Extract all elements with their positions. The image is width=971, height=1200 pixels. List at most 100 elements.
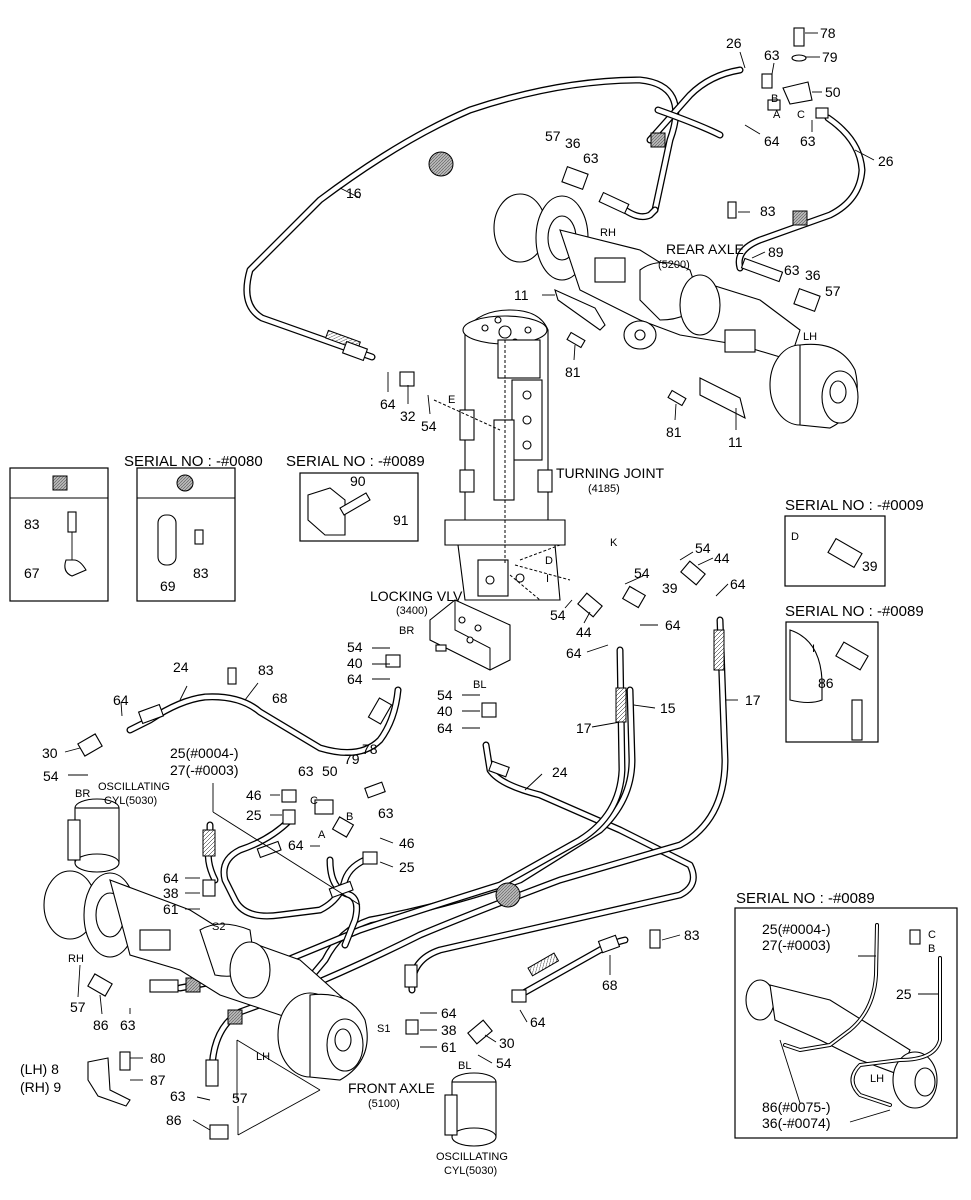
callout-81: 81 bbox=[565, 364, 581, 380]
callout-46: 46 bbox=[246, 787, 262, 803]
mark-bl: BL bbox=[473, 679, 486, 691]
port-d: D bbox=[791, 531, 799, 543]
callout-36: 36 bbox=[565, 135, 581, 151]
callout-26: 26 bbox=[878, 153, 894, 169]
port-i: I bbox=[546, 573, 549, 585]
callout-57: 57 bbox=[70, 999, 86, 1015]
callout-54: 54 bbox=[43, 768, 59, 784]
callout-64: 64 bbox=[566, 645, 582, 661]
callout-8: (LH) 8 bbox=[20, 1061, 59, 1077]
hose-17-left bbox=[176, 646, 626, 992]
turning-joint-label: TURNING JOINT bbox=[556, 465, 665, 481]
hose-fittings bbox=[137, 191, 784, 1087]
port-d: D bbox=[545, 555, 553, 567]
serial-title-0080: SERIAL NO : -#0080 bbox=[124, 453, 263, 470]
pipe-16 bbox=[243, 76, 680, 361]
callout-25: 25 bbox=[246, 807, 262, 823]
callout-27-0003: 27(-#0003) bbox=[170, 762, 239, 778]
callout-50: 50 bbox=[322, 763, 338, 779]
port-k: K bbox=[610, 537, 618, 549]
mark-bl: BL bbox=[458, 1060, 471, 1072]
callout-27-0003: 27(-#0003) bbox=[762, 937, 831, 953]
callout-63: 63 bbox=[784, 262, 800, 278]
gray-circle-marker bbox=[495, 882, 521, 908]
callout-91: 91 bbox=[393, 512, 409, 528]
hose-24-lower bbox=[408, 741, 697, 994]
port-s1: S1 bbox=[377, 1023, 390, 1035]
callout-39: 39 bbox=[862, 558, 878, 574]
port-a: A bbox=[318, 829, 326, 841]
leader-lines bbox=[64, 32, 938, 1136]
callout-40: 40 bbox=[437, 703, 453, 719]
callout-78: 78 bbox=[362, 741, 378, 757]
port-c: C bbox=[310, 795, 318, 807]
port-b: B bbox=[346, 811, 353, 823]
callout-17: 17 bbox=[745, 692, 761, 708]
mark-br: BR bbox=[399, 625, 414, 637]
osc-cyl-bottom-number: CYL(5030) bbox=[444, 1165, 497, 1177]
gray-square-marker bbox=[227, 1009, 243, 1025]
bracket-8-9 bbox=[87, 1057, 131, 1107]
callout-24: 24 bbox=[173, 659, 189, 675]
callout-63: 63 bbox=[800, 133, 816, 149]
front-axle-label: FRONT AXLE bbox=[348, 1080, 435, 1096]
port-b: B bbox=[928, 943, 935, 955]
callout-15: 15 bbox=[660, 700, 676, 716]
inset-front-axle bbox=[745, 923, 942, 1109]
callout-64: 64 bbox=[665, 617, 681, 633]
port-c: C bbox=[928, 929, 936, 941]
callout-54: 54 bbox=[695, 540, 711, 556]
callout-61: 61 bbox=[163, 901, 179, 917]
hose-24-upper bbox=[126, 686, 402, 756]
callout-64: 64 bbox=[347, 671, 363, 687]
labels: 78 79 26 63 50 64 63 26 57 36 63 16 83 8… bbox=[20, 25, 936, 1177]
callout-54: 54 bbox=[437, 687, 453, 703]
callout-25: 25 bbox=[399, 859, 415, 875]
callout-38: 38 bbox=[163, 885, 179, 901]
callout-64: 64 bbox=[530, 1014, 546, 1030]
callout-86-0075: 86(#0075-) bbox=[762, 1099, 831, 1115]
serial-title-0089a: SERIAL NO : -#0089 bbox=[286, 453, 425, 470]
gray-square-marker bbox=[650, 132, 666, 148]
serial-title-0089c: SERIAL NO : -#0089 bbox=[736, 890, 875, 907]
hose-26-upper bbox=[601, 66, 744, 221]
callout-40: 40 bbox=[347, 655, 363, 671]
callout-17: 17 bbox=[576, 720, 592, 736]
callout-83: 83 bbox=[193, 565, 209, 581]
callout-64: 64 bbox=[437, 720, 453, 736]
callout-36-0074: 36(-#0074) bbox=[762, 1115, 831, 1131]
callout-54: 54 bbox=[347, 639, 363, 655]
serial-title-0009: SERIAL NO : -#0009 bbox=[785, 497, 924, 514]
mark-lh: LH bbox=[870, 1073, 884, 1085]
callout-57: 57 bbox=[825, 283, 841, 299]
callout-54: 54 bbox=[550, 607, 566, 623]
callout-89: 89 bbox=[768, 244, 784, 260]
mark-lh: LH bbox=[256, 1051, 270, 1063]
bracket-11-upper bbox=[554, 289, 606, 331]
callout-57: 57 bbox=[545, 128, 561, 144]
port-a: A bbox=[773, 109, 781, 121]
callout-63: 63 bbox=[764, 47, 780, 63]
callout-39: 39 bbox=[662, 580, 678, 596]
hose-26-right bbox=[735, 114, 866, 272]
callout-64: 64 bbox=[764, 133, 780, 149]
front-axle bbox=[43, 870, 368, 1100]
osc-cyl-left-label: OSCILLATING bbox=[98, 781, 170, 793]
turning-joint bbox=[433, 309, 571, 601]
callout-64: 64 bbox=[730, 576, 746, 592]
osc-cyl-left-number: CYL(5030) bbox=[104, 795, 157, 807]
callout-64: 64 bbox=[288, 837, 304, 853]
rear-axle bbox=[493, 193, 859, 429]
callout-63: 63 bbox=[120, 1017, 136, 1033]
locking-valve-number: (3400) bbox=[396, 605, 428, 617]
oscillating-cylinder-bottom bbox=[444, 1072, 497, 1147]
callout-69: 69 bbox=[160, 578, 176, 594]
gray-square-marker bbox=[792, 210, 808, 226]
callout-50: 50 bbox=[825, 84, 841, 100]
callout-83: 83 bbox=[684, 927, 700, 943]
fittings bbox=[77, 27, 829, 1140]
callout-61: 61 bbox=[441, 1039, 457, 1055]
callout-83: 83 bbox=[760, 203, 776, 219]
callout-67: 67 bbox=[24, 565, 40, 581]
